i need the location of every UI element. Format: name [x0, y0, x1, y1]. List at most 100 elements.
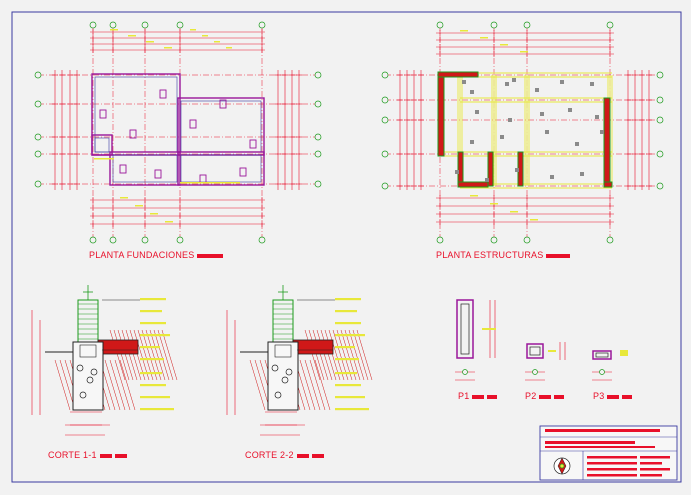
note-leader: [335, 334, 365, 337]
note-leader: [140, 322, 166, 325]
note-leader: [335, 384, 361, 387]
note-leader: [140, 372, 162, 375]
aggregate-stone: [274, 391, 282, 399]
axis-bubble: [436, 236, 444, 244]
column-dot: [455, 170, 459, 174]
column-wall: [457, 181, 489, 188]
foundation-wall-inner: [94, 76, 178, 153]
foundation-wall-inner: [112, 154, 178, 183]
axis-bubble: [34, 133, 42, 141]
column-p1-title: P1: [458, 391, 498, 401]
compass-logo-icon: [553, 457, 571, 475]
title-block: [539, 425, 678, 481]
earth-hatch: [145, 329, 162, 381]
earth-hatch: [309, 359, 326, 411]
axis-bubble: [89, 236, 97, 244]
aggregate-stone: [76, 364, 84, 372]
earth-hatch: [340, 329, 357, 381]
axis-bubble: [606, 236, 614, 244]
note-leader: [140, 358, 164, 361]
footing-mark: [129, 129, 137, 139]
aggregate-stone: [285, 368, 293, 376]
column-dot: [535, 88, 539, 92]
note-leader: [335, 322, 361, 325]
earth-hatch: [129, 329, 146, 381]
footing: [267, 341, 299, 411]
dimension-text-mark: [460, 30, 468, 32]
earth-hatch: [153, 329, 170, 381]
column-wall: [603, 97, 611, 187]
note-leader: [140, 396, 170, 399]
dimension-text-mark: [470, 195, 478, 197]
foundation-wall: [91, 134, 113, 156]
dimension-text-mark: [120, 197, 128, 199]
axis-bubble: [34, 71, 42, 79]
note-leader: [335, 310, 357, 313]
earth-hatch: [304, 359, 321, 411]
axis-bubble: [656, 96, 664, 104]
column-p3-outline: [592, 350, 612, 360]
dimension-text-mark: [110, 29, 118, 31]
earth-hatch: [312, 329, 329, 381]
note-leader: [140, 346, 160, 349]
axis-bubble: [656, 150, 664, 158]
axis-bubble: [656, 71, 664, 79]
column-p2-rebar: [529, 346, 541, 356]
earth-hatch: [348, 329, 365, 381]
note-leader: [482, 328, 496, 330]
earth-hatch: [117, 329, 134, 381]
foundation-wall-inner: [180, 154, 262, 183]
column-dot: [575, 142, 579, 146]
axis-bubble: [523, 21, 531, 29]
column-dot: [595, 115, 599, 119]
column-shaft: [272, 299, 294, 343]
earth-hatch: [125, 329, 142, 381]
axis-bubble: [141, 21, 149, 29]
axis-bubble: [490, 236, 498, 244]
earth-hatch: [161, 329, 178, 381]
axis-bubble: [34, 150, 42, 158]
earth-hatch: [320, 329, 337, 381]
dimension-text-mark: [480, 37, 488, 39]
axis-bubble: [599, 369, 605, 375]
column-shaft: [77, 299, 99, 343]
axis-bubble: [141, 236, 149, 244]
column-dot: [550, 175, 554, 179]
axis-bubble: [314, 150, 322, 158]
section-2-title: CORTE 2-2: [245, 450, 324, 460]
earth-hatch: [324, 329, 341, 381]
note-leader: [335, 358, 359, 361]
earth-hatch: [104, 359, 121, 411]
earth-hatch: [332, 329, 349, 381]
axis-bubble: [176, 21, 184, 29]
note-leader: [335, 298, 361, 301]
note-leader: [620, 350, 628, 356]
column-dot: [515, 168, 519, 172]
dimension-text-mark: [202, 35, 208, 37]
column-p1-rebar: [460, 303, 470, 355]
axis-bubble: [490, 21, 498, 29]
earth-hatch: [328, 329, 345, 381]
earth-hatch: [109, 329, 126, 381]
column-dot: [475, 110, 479, 114]
column-dot: [580, 172, 584, 176]
sheet-frame: [11, 11, 682, 483]
footing-mark: [249, 139, 257, 149]
earth-hatch: [336, 329, 353, 381]
earth-hatch: [149, 329, 166, 381]
earth-hatch: [54, 359, 71, 411]
column-wall: [437, 71, 479, 78]
column-p2-title: P2: [525, 391, 565, 401]
earth-hatch: [299, 359, 316, 411]
earth-hatch: [157, 329, 174, 381]
column-dot: [462, 80, 466, 84]
axis-bubble: [314, 71, 322, 79]
dimension-text-mark: [214, 41, 220, 43]
axis-bubble: [314, 180, 322, 188]
dimension-text-mark: [490, 203, 498, 205]
footing: [72, 341, 104, 411]
section-2-2: [226, 285, 373, 436]
foundation-wall: [109, 151, 181, 186]
earth-hatch: [113, 329, 130, 381]
axis-bubble: [109, 21, 117, 29]
